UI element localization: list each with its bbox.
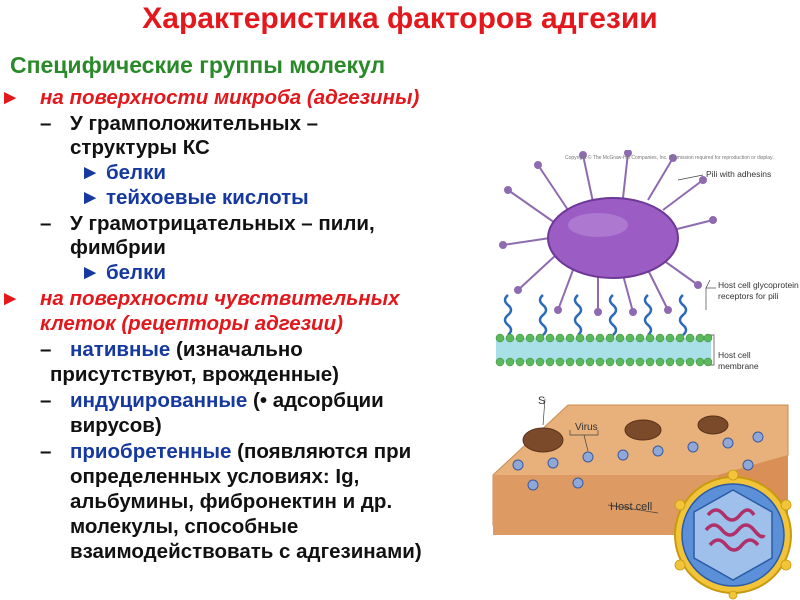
item-acquired-cont-4: взаимодействовать с адгезинами) [70,540,422,563]
virus-particles [512,431,764,491]
label-leader-lines [677,174,716,366]
slide-title: Характеристика факторов адгезии [142,2,658,35]
item-gram-negative-cont: фимбрии [70,236,166,259]
item-gram-positive-cont: структуры КС [70,136,210,159]
bullet-cell-surface-cont: клеток (рецепторы адгезии) [40,312,343,335]
pili [499,150,717,316]
sub-item-proteins: ► белки [80,261,166,284]
item-acquired-cont-1: определенных условиях: Ig, [70,465,360,488]
dash-mark: – [40,338,52,361]
bullet-text: на поверхности чувствительных [40,287,400,310]
term-induced: индуцированные [70,389,248,412]
cell-pits [522,415,729,453]
label-host-cell: Host cell [610,501,653,513]
label-line: membrane [718,361,759,371]
sub-item-teichoic-acids: ► тейхоевые кислоты [80,186,309,209]
label-s: S [538,395,546,407]
bacterium-body [547,197,679,279]
glycoprotein-receptors [503,294,688,336]
item-text: (• адсорбции [247,389,384,412]
host-cell-membrane [495,333,713,367]
label-host-cell-membrane: Host cell membrane [718,350,759,372]
figure-copyright: Copyright © The McGraw-Hill Companies, I… [565,155,774,161]
label-line: Host cell [718,350,751,360]
item-text: (появляются при [231,440,412,463]
item-native-cont: присутствуют, врожденные) [50,363,339,386]
sub-item-proteins: ► белки [80,161,166,184]
bullet-arrow-icon: ► [0,287,21,310]
label-line: receptors for pili [718,291,779,301]
label-leader-lines [542,398,659,514]
slide-subtitle: Специфические группы молекул [10,52,386,78]
virus-closeup [674,469,792,600]
pili-adhesion-illustration [495,150,717,367]
dash-mark: – [40,212,52,235]
item-acquired-cont-2: альбумины, фибронектин и др. [70,490,393,513]
label-virus: Virus [575,422,598,433]
dash-mark: – [40,389,52,412]
item-text: (изначально [170,338,303,361]
bullet-text: на поверхности микроба (адгезины) [40,86,420,109]
dash-mark: – [40,112,52,135]
label-glycoprotein-receptors: Host cell glycoprotein receptors for pil… [718,280,799,302]
item-induced-cont: вирусов) [70,414,162,437]
dash-mark: – [40,440,52,463]
item-text: У грамотрицательных – пили, [70,212,375,235]
bullet-arrow-icon: ► [0,86,21,109]
bullet-list: ► на поверхности микроба (адгезины) – У … [0,80,490,585]
term-acquired: приобретенные [70,440,232,463]
label-line: Host cell glycoprotein [718,280,799,290]
item-text: У грамположительных – [70,112,319,135]
virus-adhesion-illustration [492,398,792,600]
label-pili-with-adhesins: Pili with adhesins [706,169,772,179]
term-native: нативные [70,338,171,361]
item-acquired-cont-3: молекулы, способные [70,515,299,538]
